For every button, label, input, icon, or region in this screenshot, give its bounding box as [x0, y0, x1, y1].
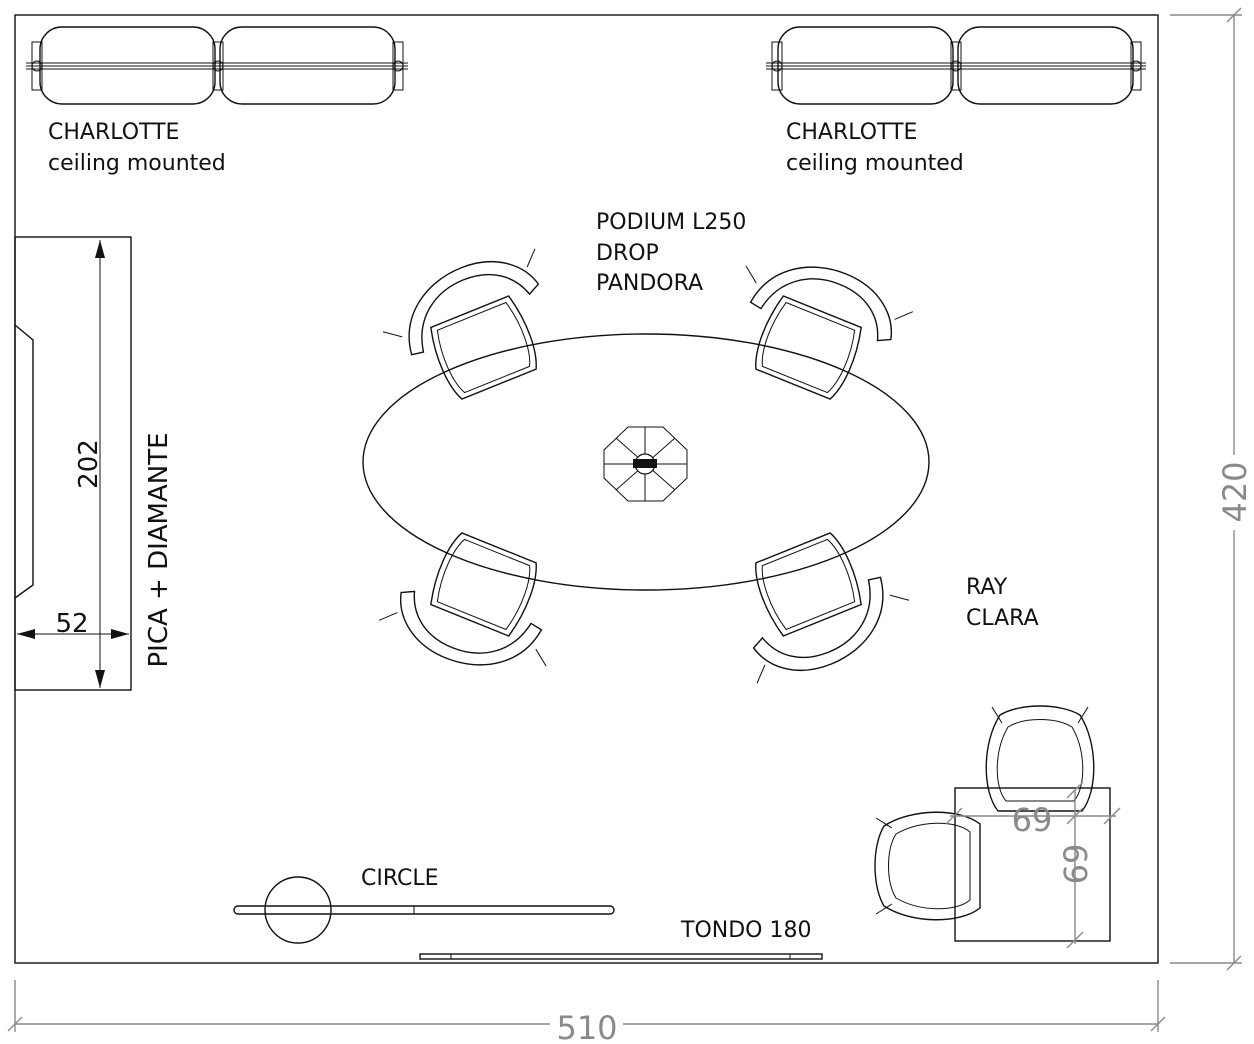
room-width: 510: [556, 1009, 617, 1044]
lounge-dimension-lines: [945, 781, 1121, 949]
lounge-rug: [954, 787, 1111, 942]
light-left-note: ceiling mounted: [48, 151, 226, 176]
lounge-chair-top: [985, 705, 1095, 812]
charlotte-light-left: [26, 26, 408, 105]
dining-chair-bottom-left: [374, 515, 582, 695]
wall-unit-length: 202: [74, 439, 104, 489]
room-depth-dimension: [1170, 7, 1242, 971]
light-right-name: CHARLOTTE: [786, 120, 917, 145]
wall-unit-name: PICA + DIAMANTE: [144, 432, 174, 667]
dining-chair-bottom-right: [714, 514, 922, 694]
dining-table: [362, 333, 930, 591]
wall-unit-depth: 52: [55, 609, 88, 639]
circle-lamp-label: CIRCLE: [361, 866, 439, 891]
lounge-rug-width: 69: [1012, 801, 1053, 839]
tondo-label: TONDO 180: [680, 918, 811, 943]
circle-floor-lamp: [233, 876, 615, 944]
lounge-rug-depth: 69: [1057, 844, 1095, 885]
light-left-name: CHARLOTTE: [48, 120, 179, 145]
room-width-dimension: [7, 980, 1166, 1032]
pendant-lamp: [603, 426, 688, 502]
table-group-line3: PANDORA: [596, 271, 703, 296]
room-depth: 420: [1216, 461, 1254, 522]
table-group-line2: DROP: [596, 241, 659, 266]
dining-chair-top-right: [710, 237, 918, 417]
side-chairs-line2: CLARA: [966, 606, 1039, 631]
charlotte-light-right: [766, 26, 1146, 105]
table-group-line1: PODIUM L250: [596, 210, 746, 235]
light-right-note: ceiling mounted: [786, 151, 964, 176]
side-chairs-line1: RAY: [966, 575, 1008, 600]
wall-unit: [14, 236, 132, 691]
tondo-rug: [419, 953, 823, 960]
lounge-chair-left: [874, 811, 981, 921]
dining-chair-top-left: [370, 238, 578, 418]
